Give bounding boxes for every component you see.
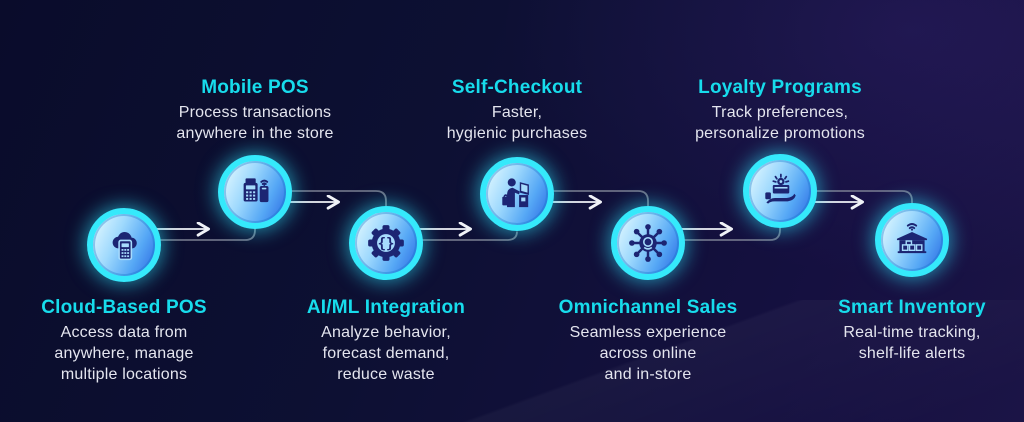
node-label-self-checkout: Self-Checkout Faster, hygienic purchases bbox=[377, 77, 657, 144]
node-badge-omnichannel bbox=[611, 206, 685, 280]
node-badge-cloud-based-pos bbox=[87, 208, 161, 282]
node-title: Smart Inventory bbox=[838, 297, 986, 318]
node-label-loyalty: Loyalty Programs Track preferences, pers… bbox=[640, 77, 920, 144]
node-title: Cloud-Based POS bbox=[41, 297, 207, 318]
node-title: AI/ML Integration bbox=[306, 297, 466, 318]
node-description: Track preferences, personalize promotion… bbox=[695, 104, 865, 142]
node-description: Access data from anywhere, manage multip… bbox=[54, 324, 194, 383]
self-checkout-icon bbox=[502, 178, 529, 208]
node-badge-ai-ml: {} bbox=[349, 206, 423, 280]
node-description: Process transactions anywhere in the sto… bbox=[176, 104, 334, 142]
ai-ml-gear-icon: {} bbox=[368, 225, 404, 261]
omnichannel-network-icon bbox=[629, 224, 667, 262]
node-title: Self-Checkout bbox=[451, 77, 583, 98]
cloud-pos-icon bbox=[112, 232, 137, 261]
node-description: Analyze behavior, forecast demand, reduc… bbox=[321, 324, 451, 383]
node-badge-smart-inventory bbox=[875, 203, 949, 277]
mobile-pos-icon bbox=[243, 178, 269, 203]
svg-text:{}: {} bbox=[378, 236, 395, 252]
node-badge-mobile-pos bbox=[218, 155, 292, 229]
node-label-omnichannel: Omnichannel Sales Seamless experience ac… bbox=[508, 297, 788, 385]
node-badge-loyalty bbox=[743, 154, 817, 228]
node-description: Seamless experience across online and in… bbox=[569, 324, 727, 383]
node-description: Faster, hygienic purchases bbox=[446, 104, 588, 142]
node-label-cloud-based-pos: Cloud-Based POS Access data from anywher… bbox=[0, 297, 264, 385]
loyalty-hand-icon bbox=[765, 173, 796, 204]
node-label-smart-inventory: Smart Inventory Real-time tracking, shel… bbox=[772, 297, 1024, 364]
node-label-ai-ml: AI/ML Integration Analyze behavior, fore… bbox=[246, 297, 526, 385]
node-title: Omnichannel Sales bbox=[558, 297, 738, 318]
smart-inventory-icon bbox=[896, 223, 928, 254]
node-description: Real-time tracking, shelf-life alerts bbox=[843, 324, 981, 362]
node-badge-self-checkout bbox=[480, 157, 554, 231]
node-title: Mobile POS bbox=[201, 77, 309, 98]
node-label-mobile-pos: Mobile POS Process transactions anywhere… bbox=[115, 77, 395, 144]
node-title: Loyalty Programs bbox=[698, 77, 862, 98]
